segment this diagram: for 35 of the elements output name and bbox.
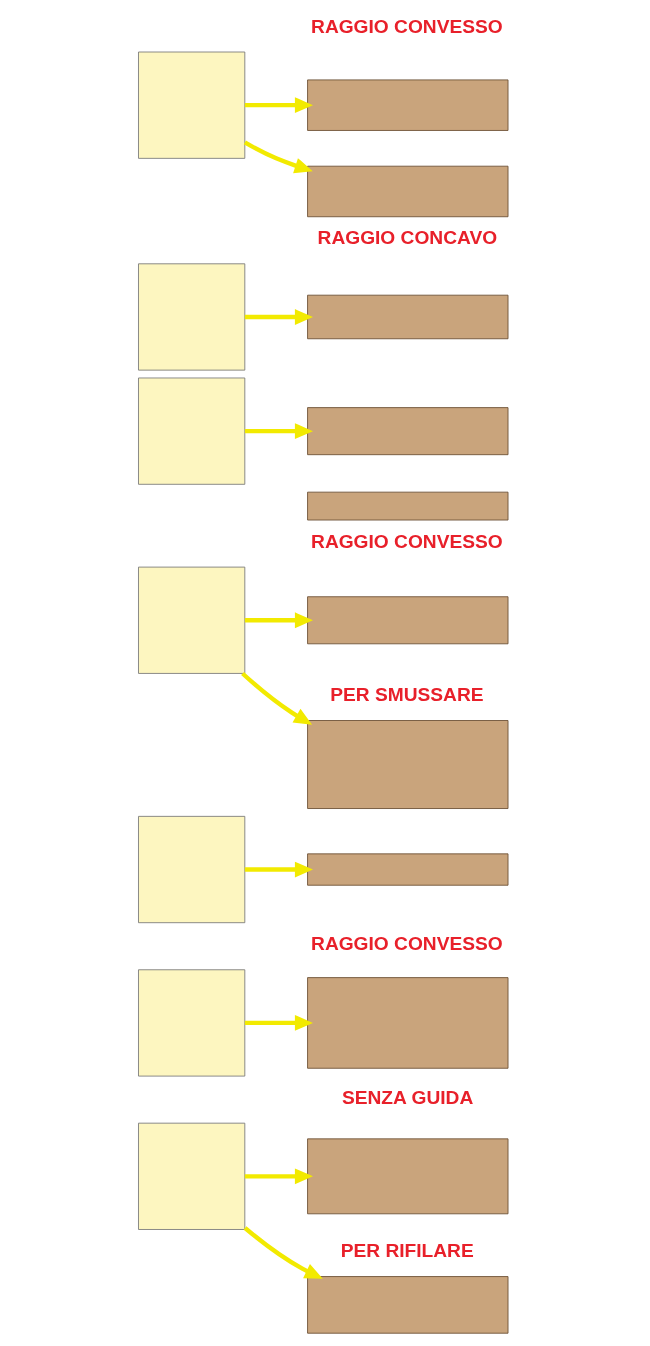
arrow: [244, 612, 313, 629]
node-box: [307, 596, 509, 645]
node-box: [307, 977, 509, 1069]
node-box: [307, 491, 509, 521]
node-box: [138, 377, 246, 485]
node-box: [307, 1276, 509, 1334]
node-box: [138, 815, 246, 924]
node-box: [138, 1122, 246, 1230]
node-box: [138, 566, 246, 674]
arrow: [243, 1226, 323, 1279]
label: PER SMUSSARE: [330, 683, 484, 705]
node-box: [138, 969, 246, 1077]
node-box: [307, 165, 509, 218]
arrow: [244, 97, 313, 114]
arrow: [244, 1168, 313, 1185]
node-box: [307, 1138, 509, 1215]
node-box: [307, 720, 509, 809]
node-box: [138, 263, 246, 371]
node-box: [307, 853, 509, 886]
arrow: [244, 423, 313, 440]
node-box: [307, 294, 509, 340]
node-box: [307, 407, 509, 456]
arrow: [244, 309, 313, 325]
label: SENZA GUIDA: [342, 1086, 474, 1108]
arrow: [244, 1015, 313, 1031]
label: RAGGIO CONVESSO: [311, 530, 503, 552]
node-box: [138, 51, 246, 159]
label: RAGGIO CONVESSO: [311, 15, 503, 37]
label: RAGGIO CONVESSO: [311, 933, 503, 955]
arrow: [243, 140, 313, 174]
label: PER RIFILARE: [340, 1240, 474, 1262]
arrow: [241, 671, 313, 725]
node-box: [307, 79, 509, 131]
arrow: [244, 861, 313, 878]
label: RAGGIO CONCAVO: [317, 227, 498, 249]
